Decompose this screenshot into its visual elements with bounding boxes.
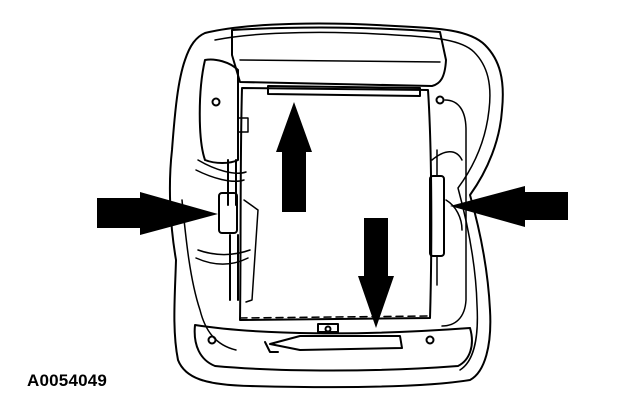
seat-pan [239, 87, 433, 321]
figure-id-label: A0054049 [27, 371, 108, 390]
left-push-arrow [97, 192, 218, 235]
up-arrow [276, 102, 312, 212]
down-arrow [358, 218, 394, 328]
right-push-arrow [450, 186, 568, 227]
left-front-pad [198, 58, 239, 164]
left-clip [218, 192, 238, 234]
rear-frame [193, 324, 473, 372]
front-edge-roll [231, 26, 447, 87]
seat-outer-shell [168, 22, 504, 389]
